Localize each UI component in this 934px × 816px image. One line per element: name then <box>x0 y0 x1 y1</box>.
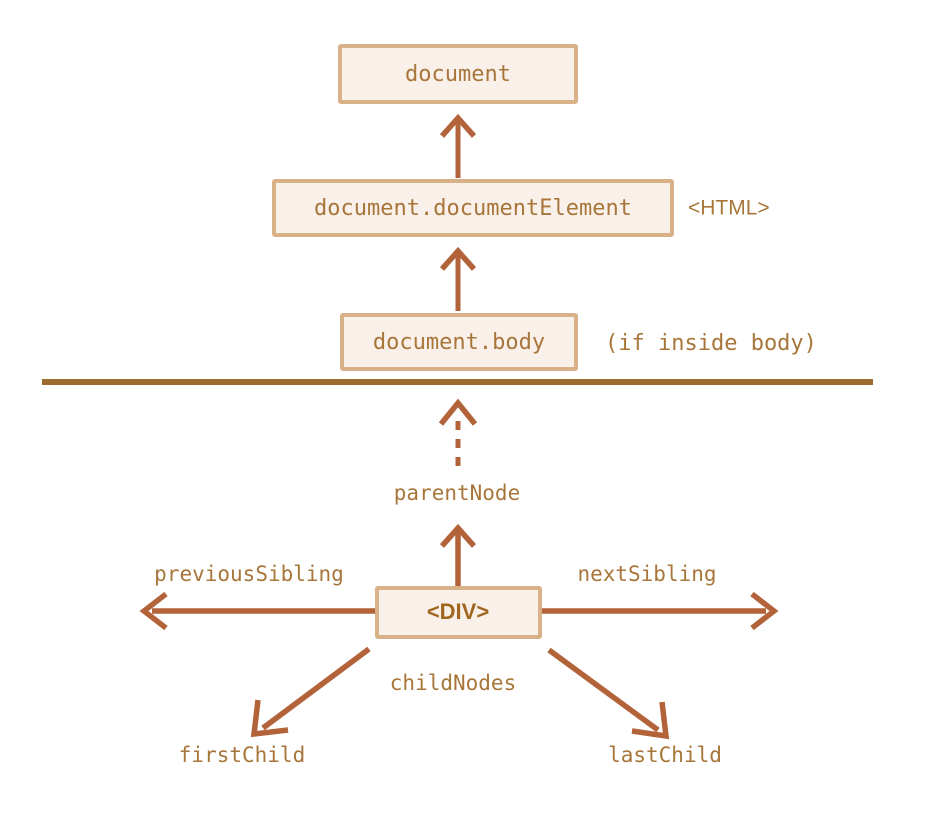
arrow-element-to-document <box>439 113 477 178</box>
arrow-next-sibling <box>542 591 779 631</box>
label-first-child: firstChild <box>179 743 305 767</box>
node-document-element-side-note: <HTML> <box>688 197 770 220</box>
node-div-label: <DIV> <box>427 599 489 624</box>
node-document-element-label: document.documentElement <box>314 196 632 221</box>
label-child-nodes: childNodes <box>390 671 516 695</box>
node-div-box <box>375 586 542 639</box>
label-last-child: lastChild <box>608 743 722 767</box>
arrow-previous-sibling <box>139 591 375 631</box>
node-document-body-box <box>340 313 578 371</box>
node-div: <DIV> <box>375 586 542 639</box>
node-document-box <box>338 44 578 104</box>
arrow-last-child <box>547 647 670 740</box>
node-document-body-side-note: (if inside body) <box>605 331 817 356</box>
node-document-body: document.body (if inside body) <box>340 313 817 371</box>
arrow-parent-node <box>438 398 478 466</box>
node-document-body-label: document.body <box>373 330 545 355</box>
node-document: document <box>338 44 578 104</box>
label-previous-sibling: previousSibling <box>154 562 344 586</box>
node-document-label: document <box>405 62 511 87</box>
arrow-div-up <box>439 523 477 588</box>
node-document-element: document.documentElement <HTML> <box>272 179 770 237</box>
label-next-sibling: nextSibling <box>577 562 716 586</box>
node-document-element-box <box>272 179 674 237</box>
arrow-body-to-element <box>439 246 477 311</box>
label-parent-node: parentNode <box>394 481 520 505</box>
arrow-first-child <box>250 646 371 738</box>
